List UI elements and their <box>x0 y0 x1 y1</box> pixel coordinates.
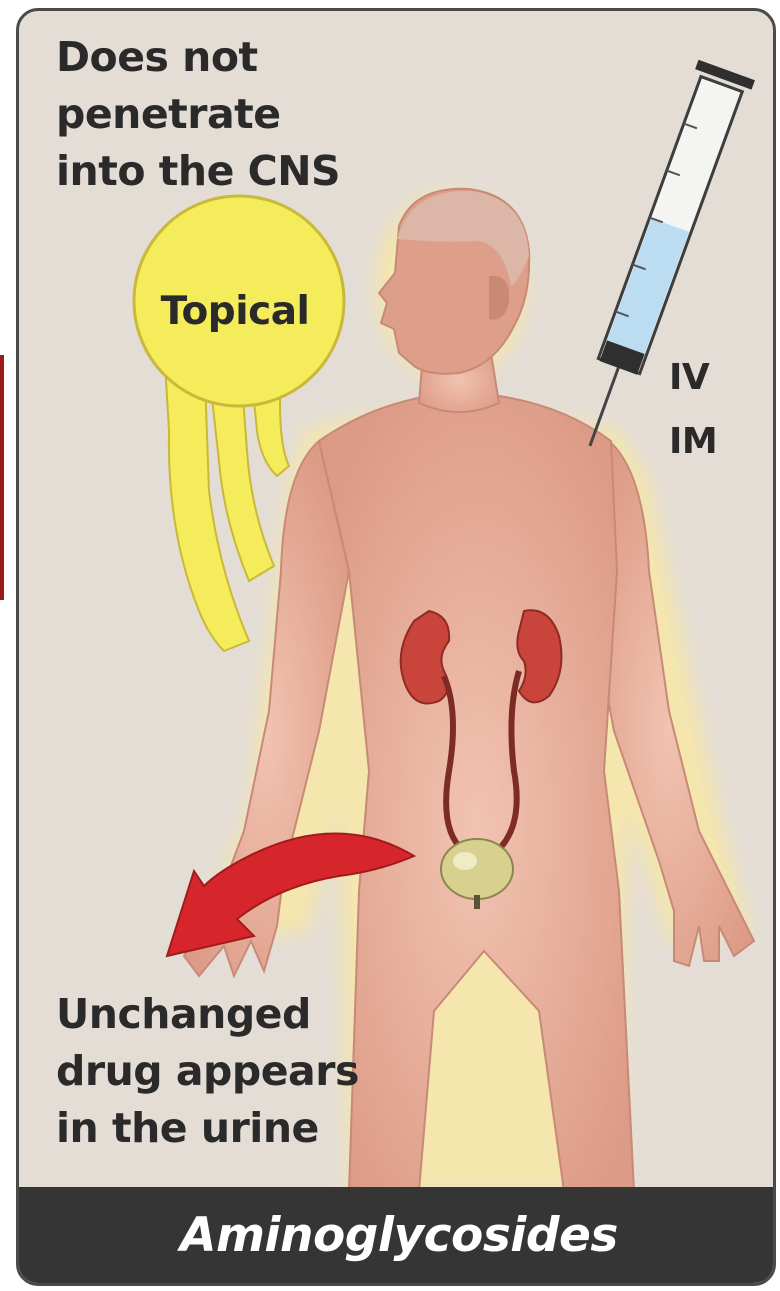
syringe <box>562 60 755 456</box>
left-edge-accent <box>0 355 4 600</box>
route-im-label: IM <box>669 421 717 462</box>
title-bar: Aminoglycosides <box>19 1187 776 1283</box>
cns-note: Does not penetrate into the CNS <box>56 29 340 200</box>
urine-note: Unchanged drug appears in the urine <box>56 986 359 1157</box>
route-iv-label: IV <box>669 357 709 398</box>
aminoglycosides-figure: Does not penetrate into the CNS Topical … <box>16 8 776 1286</box>
topical-label: Topical <box>135 289 335 334</box>
figure-title: Aminoglycosides <box>180 1208 618 1263</box>
